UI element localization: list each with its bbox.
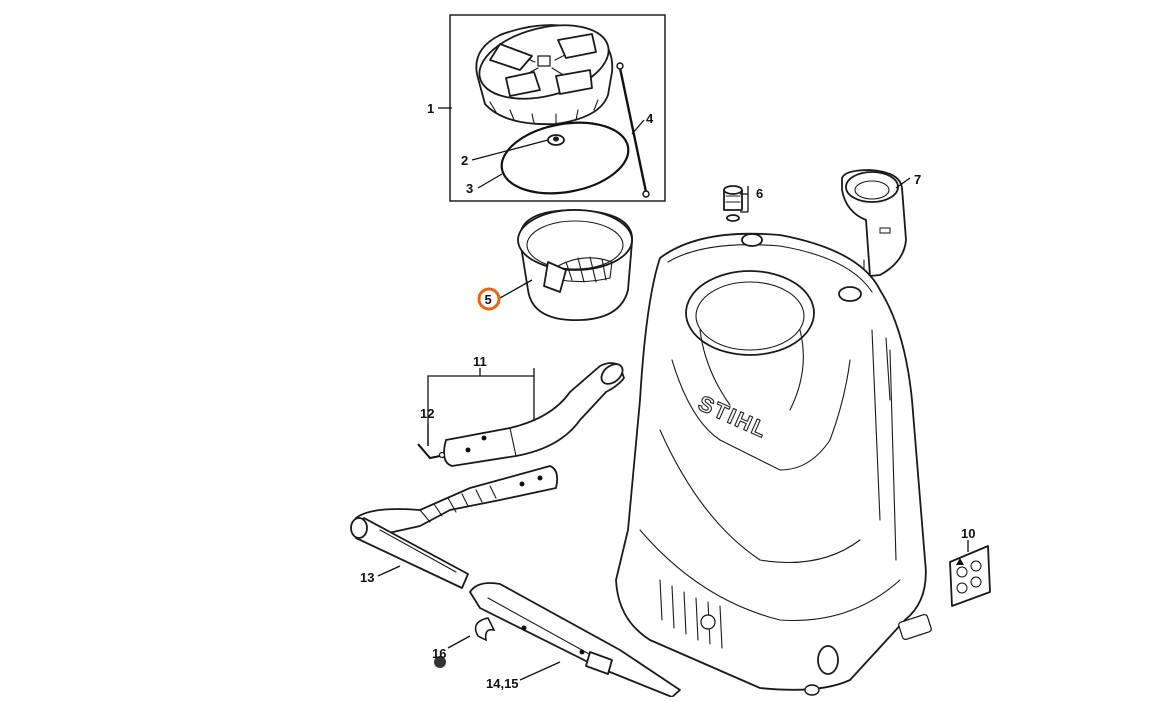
callout-5-highlighted[interactable]: 5 [477,287,501,311]
gasket-ring-part[interactable] [496,113,634,202]
callout-7[interactable]: 7 [914,172,921,187]
tank-cap-part[interactable] [472,13,617,126]
harness-strap-part[interactable] [355,465,559,535]
fitting-part[interactable] [723,185,743,222]
callout-10[interactable]: 10 [961,526,975,541]
intake-pipe-part[interactable] [443,360,626,467]
callout-11[interactable]: 11 [473,354,487,369]
callout-2[interactable]: 2 [461,153,468,168]
callout-4[interactable]: 4 [646,111,654,126]
pin-part[interactable] [417,443,446,460]
callouts: 1 2 3 4 5 6 7 10 11 12 13 14,15 16 [360,101,975,691]
nozzle-holder-part[interactable] [841,169,907,277]
clip-small-part[interactable] [434,656,446,668]
callout-6[interactable]: 6 [756,186,763,201]
callout-16[interactable]: 16 [432,646,446,661]
callout-1[interactable]: 1 [427,101,434,116]
cap-assembly-inset [449,13,666,202]
callout-3[interactable]: 3 [466,181,473,196]
warning-decal-part[interactable] [949,545,991,607]
callout-5[interactable]: 5 [485,292,492,307]
retaining-strap-part[interactable] [616,62,650,198]
leader-lines [377,107,969,681]
spray-lance-part[interactable] [469,582,681,698]
clip-part[interactable] [474,617,496,642]
lever-bar-part[interactable] [350,517,469,589]
tank-body-part[interactable]: STIHL [615,232,932,691]
strainer-basket-part[interactable] [517,209,633,321]
valve-part[interactable] [547,134,565,146]
callout-12[interactable]: 12 [420,406,434,421]
callout-13[interactable]: 13 [360,570,374,585]
callout-14-15[interactable]: 14,15 [486,676,519,691]
nut-part[interactable] [804,684,820,696]
